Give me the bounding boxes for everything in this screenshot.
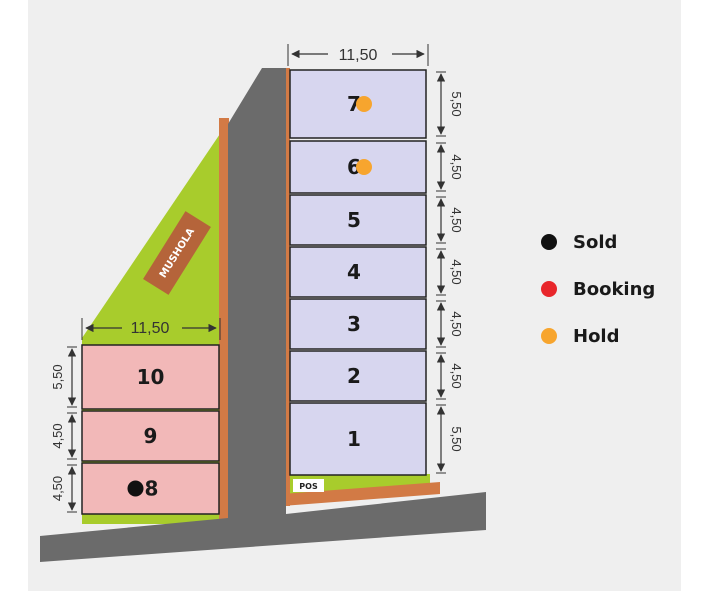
lot-3[interactable]: 3 bbox=[289, 298, 427, 350]
legend-item-hold: Hold bbox=[541, 326, 620, 347]
dimension-width-right-label: 11,50 bbox=[339, 47, 378, 64]
legend-label-booking: Booking bbox=[573, 279, 655, 300]
depth-dimensions-right: 5,50 4,50 4,50 4,50 4,50 4,50 5,50 bbox=[436, 71, 464, 474]
border-strip-bottom bbox=[282, 482, 440, 506]
right-depth-label: 4,50 bbox=[449, 259, 464, 284]
right-depth-label: 4,50 bbox=[449, 207, 464, 232]
lot-2-label: 2 bbox=[347, 364, 361, 388]
left-depth-9: 4,50 bbox=[50, 412, 77, 460]
status-marker-hold bbox=[356, 159, 372, 175]
right-depth-label: 5,50 bbox=[449, 426, 464, 451]
lot-7[interactable]: 7 bbox=[289, 69, 427, 139]
right-depth-5: 4,50 bbox=[436, 196, 464, 244]
legend-label-hold: Hold bbox=[573, 326, 620, 347]
dimension-width-left: 11,50 bbox=[81, 318, 221, 340]
legend-item-booking: Booking bbox=[541, 279, 655, 300]
lot-7-label: 7 bbox=[347, 92, 361, 116]
dimension-width-right: 11,50 bbox=[287, 44, 429, 66]
legend-dot-hold bbox=[541, 328, 557, 344]
lot-6[interactable]: 6 bbox=[289, 140, 427, 194]
left-depth-label: 5,50 bbox=[50, 364, 65, 389]
lot-5[interactable]: 5 bbox=[289, 194, 427, 246]
border-strip-left bbox=[219, 118, 229, 522]
right-depth-label: 4,50 bbox=[449, 363, 464, 388]
lot-9-label: 9 bbox=[144, 424, 158, 448]
lot-6-label: 6 bbox=[347, 155, 361, 179]
lot-1[interactable]: 1 bbox=[289, 402, 427, 476]
lot-5-label: 5 bbox=[347, 208, 361, 232]
legend-dot-sold bbox=[541, 234, 557, 250]
pos-sign bbox=[293, 479, 324, 492]
right-depth-6: 4,50 bbox=[436, 142, 464, 192]
lot-1-label: 1 bbox=[347, 427, 361, 451]
left-depth-label: 4,50 bbox=[50, 423, 65, 448]
lot-8-label: 8 bbox=[145, 477, 159, 501]
lot-10[interactable]: 10 bbox=[81, 344, 220, 410]
legend-item-sold: Sold bbox=[541, 232, 617, 253]
dimension-width-left-label: 11,50 bbox=[131, 320, 170, 337]
right-block: 7 6 5 4 3 2 1 bbox=[289, 69, 427, 476]
right-depth-label: 5,50 bbox=[449, 91, 464, 116]
right-depth-4: 4,50 bbox=[436, 248, 464, 296]
status-marker-sold bbox=[127, 480, 144, 497]
depth-dimensions-left: 5,50 4,50 4,50 bbox=[50, 346, 77, 513]
right-depth-1: 5,50 bbox=[436, 404, 464, 474]
lot-4-label: 4 bbox=[347, 260, 361, 284]
lot-8[interactable]: 8 bbox=[81, 462, 220, 515]
pos-label: POS bbox=[299, 482, 318, 491]
right-depth-label: 4,50 bbox=[449, 311, 464, 336]
right-depth-7: 5,50 bbox=[436, 71, 464, 137]
lot-3-label: 3 bbox=[347, 312, 361, 336]
lot-9[interactable]: 9 bbox=[81, 410, 220, 462]
right-depth-3: 4,50 bbox=[436, 300, 464, 348]
legend-dot-booking bbox=[541, 281, 557, 297]
right-depth-2: 4,50 bbox=[436, 352, 464, 400]
lot-4[interactable]: 4 bbox=[289, 246, 427, 298]
road bbox=[40, 68, 486, 562]
legend-label-sold: Sold bbox=[573, 232, 617, 253]
lot-2[interactable]: 2 bbox=[289, 350, 427, 402]
left-depth-10: 5,50 bbox=[50, 346, 77, 408]
left-depth-label: 4,50 bbox=[50, 476, 65, 501]
lot-10-label: 10 bbox=[137, 365, 165, 389]
status-marker-hold bbox=[356, 96, 372, 112]
left-depth-8: 4,50 bbox=[50, 464, 77, 513]
right-depth-label: 4,50 bbox=[449, 154, 464, 179]
left-block: 10 9 8 bbox=[81, 344, 220, 515]
